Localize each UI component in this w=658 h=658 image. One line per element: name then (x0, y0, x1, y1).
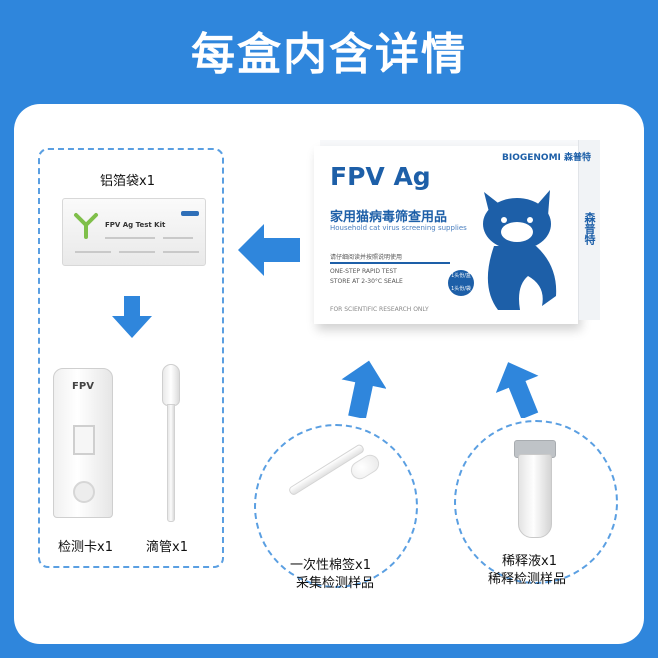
cassette-print-text: FPV (72, 381, 94, 392)
box-title: FPV Ag (330, 162, 431, 191)
pouch-print-text: FPV Ag Test Kit (105, 221, 166, 229)
dropper-stem (167, 404, 175, 522)
box-top-face (320, 140, 600, 148)
box-note-cn: 请仔细阅读并按照说明使用 (330, 254, 403, 261)
box-side-brand: 森普特 (583, 212, 596, 245)
pouch-print-line (163, 237, 193, 239)
box-divider (330, 262, 450, 264)
page-title: 每盒内含详情 (191, 29, 467, 80)
cat-mascot-icon (472, 186, 560, 320)
arrow-up-icon (341, 360, 386, 418)
pouch-print-line (119, 251, 155, 253)
swab-item-circle (254, 424, 418, 588)
box-note-en-2: STORE AT 2-30°C SEALE (330, 278, 403, 285)
pouch-print-line (105, 237, 155, 239)
dropper-bulb (162, 364, 180, 406)
pipette-label: 滴管x1 (146, 540, 188, 555)
box-subtitle-cn: 家用猫病毒筛查用品 (330, 210, 448, 225)
pouch-print-line (75, 251, 111, 253)
antibody-logo-icon (74, 213, 98, 239)
swab-label-line1: 一次性棉签x1 (290, 558, 371, 573)
box-quantity-badge: 1头份/盒 1头份/袋 (448, 270, 474, 296)
cassette-result-window (73, 425, 95, 455)
cassette-label: 检测卡x1 (58, 540, 113, 555)
diluent-label-line1: 稀释液x1 (502, 554, 557, 569)
pouch-brand-mark-icon (181, 211, 199, 216)
brand-logo: BIOGENOMI 森普特 (502, 153, 592, 163)
box-side-face (578, 140, 600, 320)
arrow-left-icon (238, 224, 300, 276)
pouch-contents-frame (38, 148, 224, 568)
box-subtitle-en: Household cat virus screening supplies (330, 224, 467, 232)
foil-pouch-image: FPV Ag Test Kit (62, 198, 206, 266)
box-note-en-3: FOR SCIENTIFIC RESEARCH ONLY (330, 306, 429, 313)
swab-label-line2: 采集检测样品 (296, 576, 375, 591)
arrow-down-icon (112, 296, 152, 338)
badge-line-2: 1头份/袋 (451, 286, 471, 292)
pouch-label: 铝箔袋x1 (100, 174, 155, 189)
badge-line-1: 1头份/盒 (451, 273, 471, 279)
cassette-sample-well (73, 481, 95, 503)
pouch-print-line (163, 251, 199, 253)
diluent-label-line2: 稀释检测样品 (488, 572, 567, 587)
arrow-up-icon (496, 362, 539, 418)
box-note-en-1: ONE-STEP RAPID TEST (330, 268, 397, 275)
diluent-tube (518, 454, 552, 538)
test-cassette-image: FPV (53, 368, 113, 518)
